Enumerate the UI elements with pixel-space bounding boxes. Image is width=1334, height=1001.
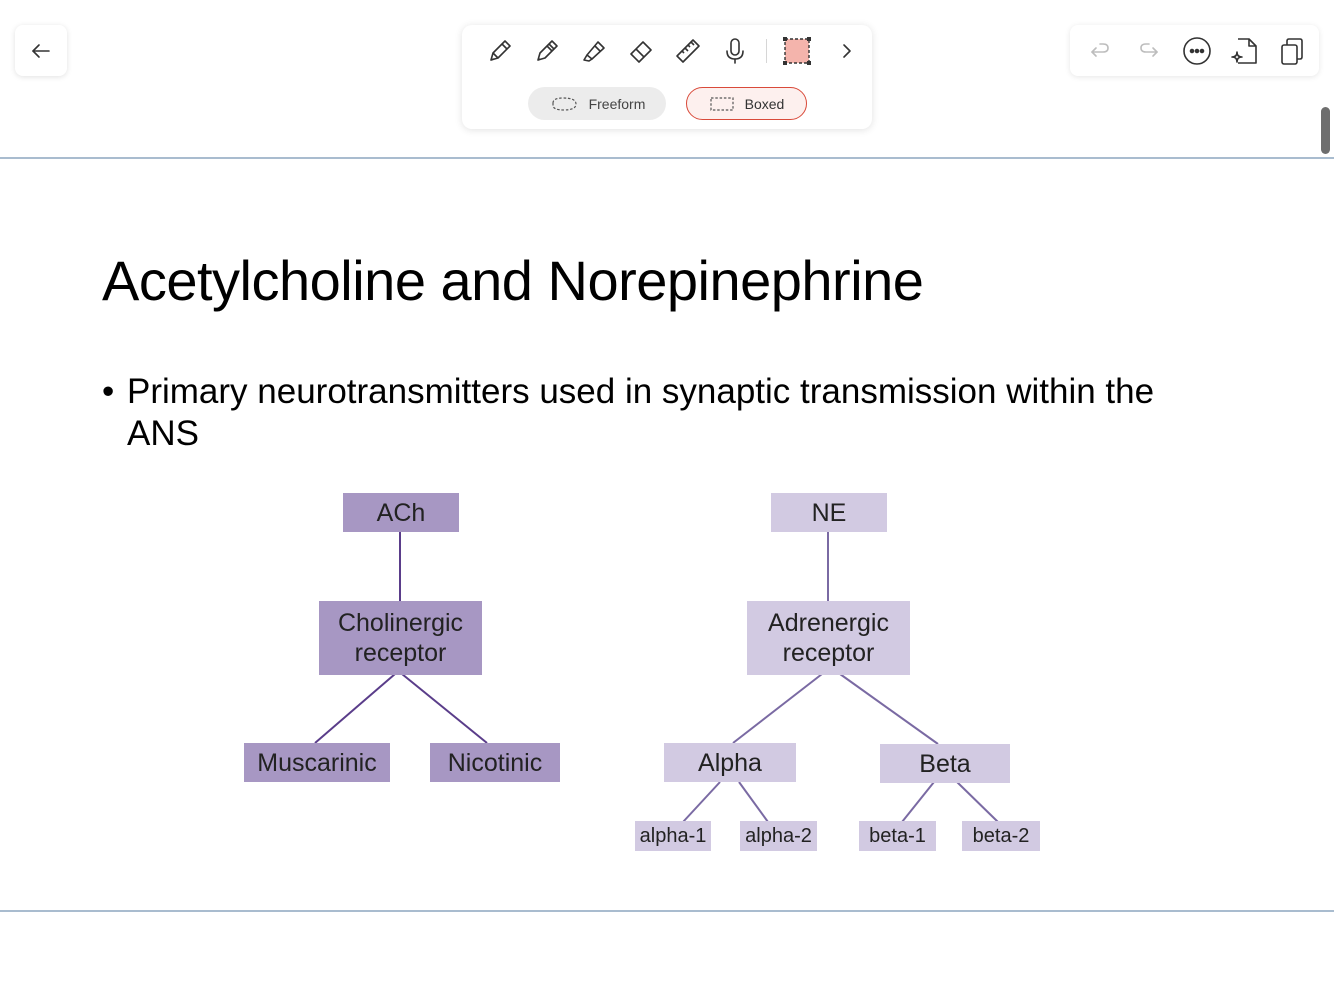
ai-page-icon	[1231, 38, 1257, 64]
nicotinic-node: Nicotinic	[430, 743, 560, 782]
freeform-label: Freeform	[588, 95, 646, 112]
pencil-tool[interactable]	[482, 33, 518, 69]
alpha-node: Alpha	[664, 743, 796, 782]
pen-icon	[537, 40, 558, 61]
pen-tool[interactable]	[529, 33, 565, 69]
bullet-text: Primary neurotransmitters used in synapt…	[127, 372, 1155, 453]
beta-node: Beta	[880, 744, 1010, 783]
ne-node: NE	[771, 493, 887, 532]
alpha-1-node: alpha-1	[635, 821, 711, 851]
redo-icon	[1140, 43, 1158, 57]
muscarinic-node: Muscarinic	[244, 743, 390, 782]
freeform-lasso-icon	[551, 96, 577, 111]
back-button[interactable]	[15, 25, 67, 76]
eraser-tool[interactable]	[623, 33, 659, 69]
cholinergic-receptor-node: Cholinergic receptor	[319, 601, 482, 675]
freeform-mode-button[interactable]: Freeform	[528, 87, 666, 120]
boxed-mode-button[interactable]: Boxed	[686, 87, 807, 120]
adrenergic-receptor-node: Adrenergic receptor	[747, 601, 910, 675]
microphone-tool[interactable]	[717, 33, 753, 69]
more-icon	[1183, 37, 1211, 65]
tools-row	[462, 25, 872, 77]
alpha-2-node: alpha-2	[740, 821, 817, 851]
adrenergic-to-beta-line	[839, 673, 939, 745]
lasso-selection-icon	[783, 37, 811, 65]
arrow-left-icon	[32, 43, 50, 58]
ai-page-button[interactable]	[1227, 33, 1263, 69]
eraser-icon	[630, 41, 652, 63]
more-options-button[interactable]	[1179, 33, 1215, 69]
pages-button[interactable]	[1273, 33, 1309, 69]
microphone-icon	[726, 38, 744, 64]
page-top-border	[0, 157, 1334, 159]
undo-button[interactable]	[1082, 33, 1118, 69]
drawing-toolbar: Freeform Boxed	[462, 25, 872, 129]
boxed-label: Boxed	[744, 95, 785, 112]
bullet-dot: •	[102, 372, 115, 411]
beta-2-node: beta-2	[962, 821, 1040, 851]
highlighter-icon	[583, 41, 605, 62]
lasso-selection-tool[interactable]	[779, 33, 815, 69]
toolbar-divider	[766, 39, 767, 63]
pages-icon	[1281, 38, 1303, 65]
adrenergic-to-alpha-line	[732, 673, 823, 744]
ruler-tool[interactable]	[670, 33, 706, 69]
chevron-right-icon	[843, 44, 851, 58]
page-bottom-border	[0, 910, 1334, 912]
beta-1-node: beta-1	[859, 821, 936, 851]
cholinergic-to-nicotinic-line	[401, 673, 488, 744]
undo-icon	[1091, 43, 1109, 57]
cholinergic-to-muscarinic-line	[314, 673, 396, 744]
ach-node: ACh	[343, 493, 459, 532]
beta-to-beta2-line	[956, 781, 999, 823]
scrollbar-thumb[interactable]	[1321, 107, 1330, 154]
pencil-icon	[490, 40, 511, 61]
alpha-to-alpha1-line	[682, 781, 721, 823]
highlighter-tool[interactable]	[576, 33, 612, 69]
slide-title: Acetylcholine and Norepinephrine	[102, 249, 924, 312]
selection-mode-row: Freeform Boxed	[462, 77, 872, 129]
document-actions	[1070, 25, 1319, 76]
ruler-icon	[676, 39, 700, 63]
more-tools-button[interactable]	[829, 33, 865, 69]
boxed-selection-icon	[710, 96, 734, 111]
beta-to-beta1-line	[901, 781, 935, 823]
alpha-to-alpha2-line	[738, 781, 769, 823]
redo-button[interactable]	[1131, 33, 1167, 69]
